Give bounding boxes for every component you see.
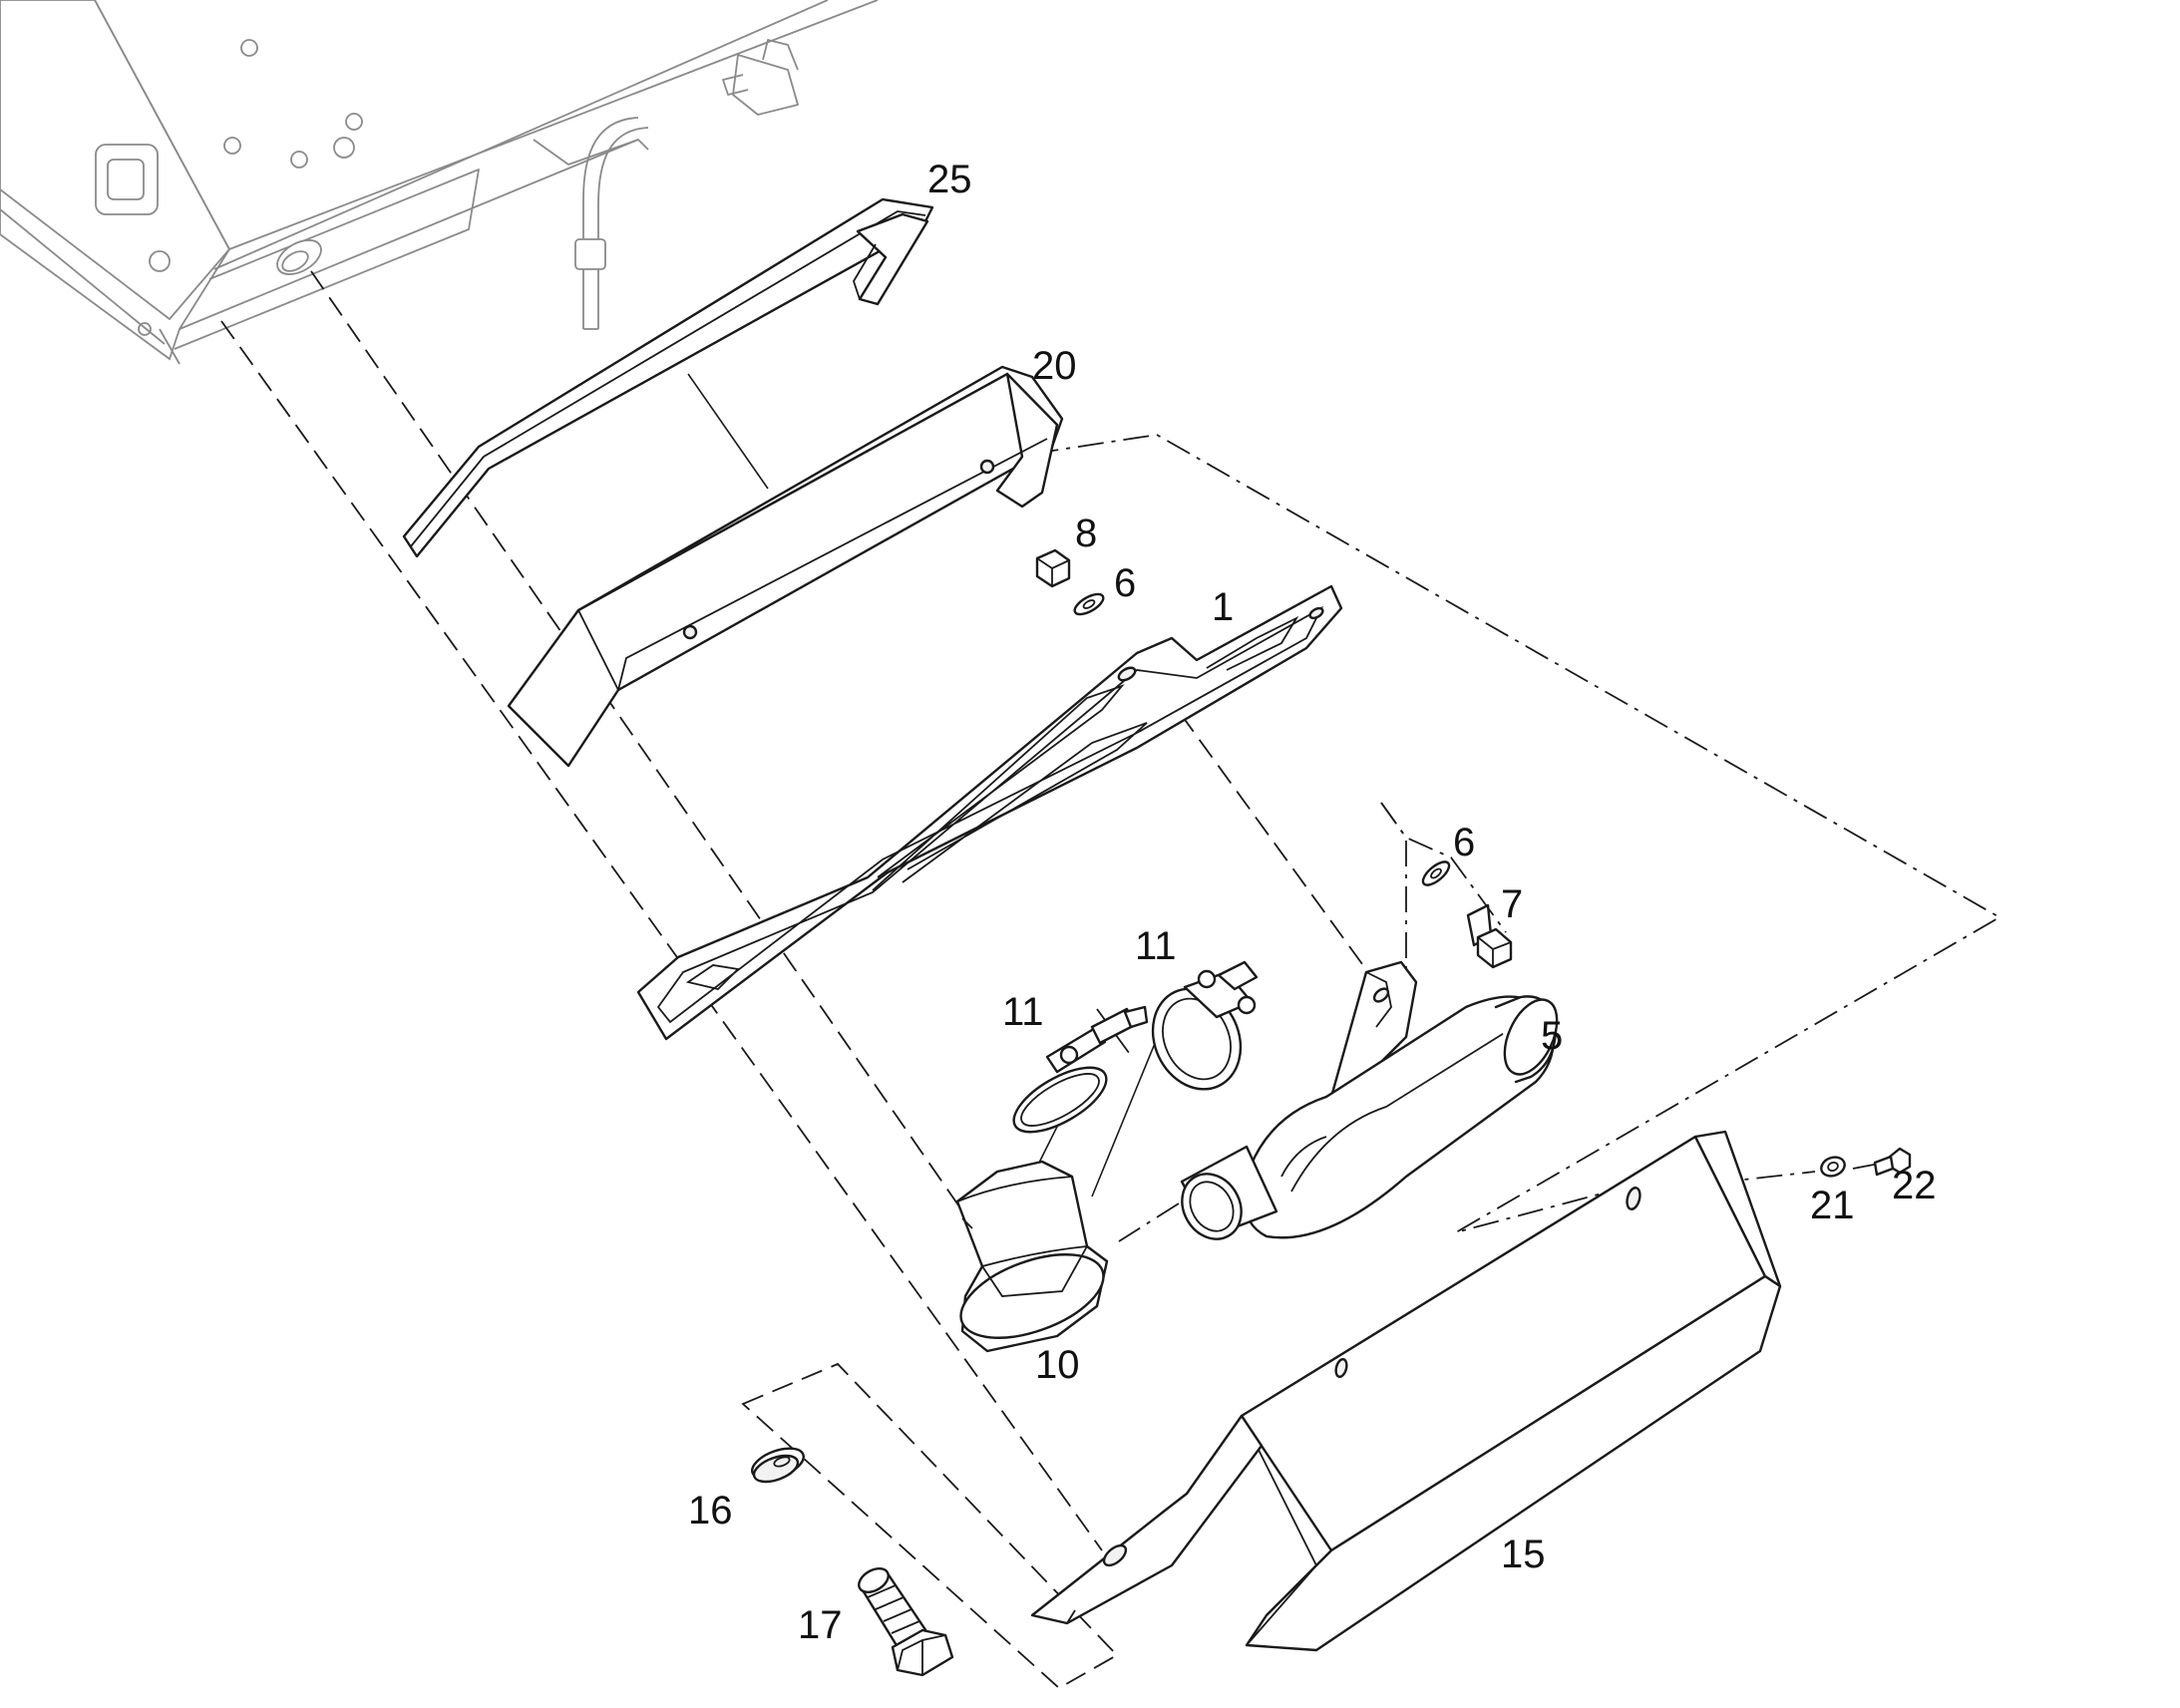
- part-20-bracket: [507, 365, 1064, 768]
- callout-17: 17: [798, 1603, 843, 1647]
- part-8-nut: [1035, 548, 1071, 588]
- callout-1: 1: [1212, 585, 1234, 629]
- callout-15: 15: [1501, 1533, 1546, 1576]
- callout-10: 10: [1035, 1343, 1080, 1387]
- part-15-heat-shield: [1030, 1130, 1782, 1652]
- assembly-lines: [220, 270, 2001, 1690]
- part-25-rail: [402, 197, 934, 558]
- callout-11-right: 11: [1135, 924, 1177, 968]
- machine-body-background: [0, 0, 879, 365]
- callout-25: 25: [927, 158, 972, 201]
- part-10-elbow-pipe: [955, 1160, 1109, 1353]
- callout-labels: 25 20 8 6 1 6 7 11 11 5 21 22 10 16 17 1…: [688, 158, 1937, 1647]
- callout-11-left: 11: [1002, 990, 1044, 1034]
- part-6-washer-upper: [1073, 592, 1105, 616]
- callout-16: 16: [688, 1489, 733, 1533]
- part-6-washer-right: [1421, 860, 1451, 886]
- part-1-gasket-plate: [636, 584, 1343, 1041]
- callout-5: 5: [1541, 1014, 1563, 1058]
- part-22-screw: [1873, 1147, 1912, 1177]
- part-11-clamp-left: [1012, 1005, 1149, 1134]
- callout-21: 21: [1810, 1184, 1855, 1227]
- part-17-bolt: [858, 1567, 954, 1677]
- callout-22: 22: [1892, 1164, 1937, 1207]
- part-21-washer: [1820, 1156, 1846, 1178]
- callout-8: 8: [1075, 512, 1097, 555]
- callout-6-right: 6: [1453, 821, 1475, 864]
- callout-7: 7: [1501, 882, 1523, 926]
- callout-6-upper: 6: [1114, 561, 1136, 605]
- part-11-clamp-right: [1151, 960, 1259, 1091]
- part-7-bolt: [1466, 903, 1513, 969]
- callout-20: 20: [1032, 344, 1077, 388]
- part-5-muffler: [1180, 960, 1559, 1240]
- part-16-spacer: [751, 1447, 805, 1484]
